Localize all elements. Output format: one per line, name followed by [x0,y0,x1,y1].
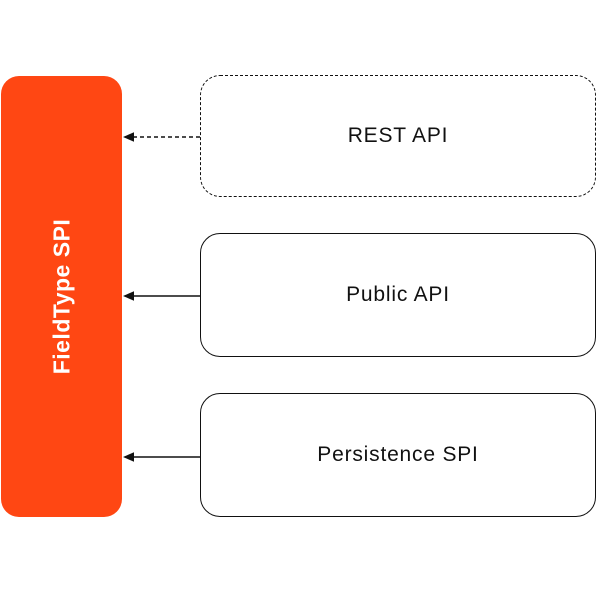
arrow-public-api [123,291,200,301]
persistence-spi-box: Persistence SPI [200,393,596,517]
arrow-persistence-spi [123,452,200,462]
arrow-rest-api [123,132,200,142]
persistence-spi-label: Persistence SPI [317,443,479,466]
fieldtype-spi-bar: FieldType SPI [1,76,122,517]
rest-api-label: REST API [347,124,449,147]
rest-api-box: REST API [200,75,596,197]
public-api-label: Public API [346,283,450,306]
fieldtype-spi-label: FieldType SPI [48,218,75,375]
public-api-box: Public API [200,233,596,357]
